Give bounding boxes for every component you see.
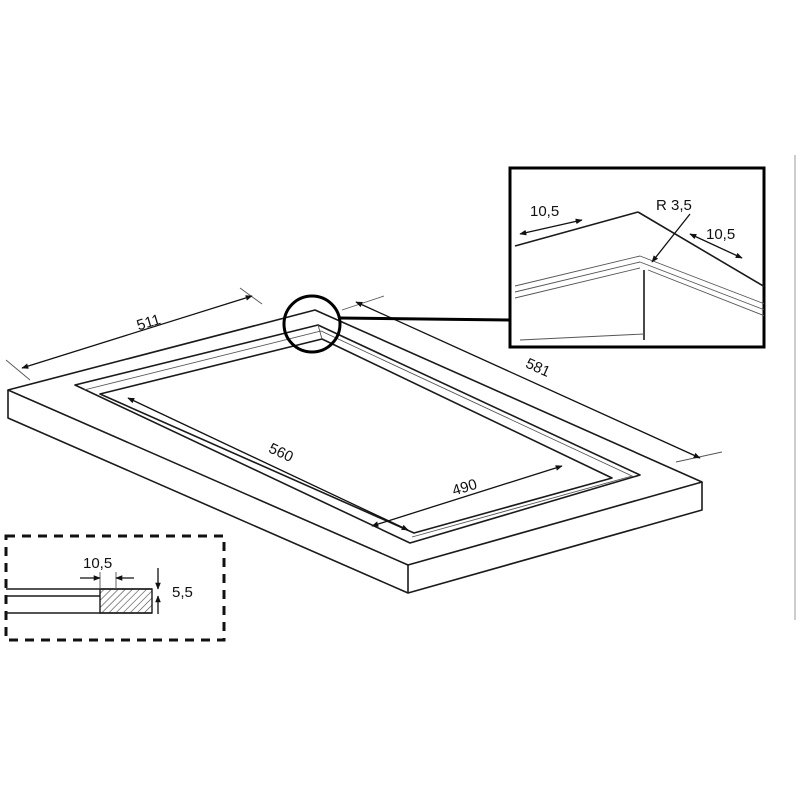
dimension-490: 490 — [371, 465, 563, 527]
detail-rim-line — [514, 261, 641, 293]
detail-frame — [508, 166, 766, 349]
dimension-511: 511 — [5, 287, 263, 381]
detail-label-left-margin: 10,5 — [530, 203, 559, 220]
recess-outer-rim — [74, 324, 641, 544]
dimension-label-581: 581 — [523, 355, 553, 381]
detail-callout — [282, 294, 511, 354]
dimension-label-511: 511 — [135, 311, 163, 334]
section-frame — [4, 534, 226, 642]
detail-rim-line — [639, 255, 764, 305]
hob-frame — [7, 309, 703, 594]
section-label-recess-height: 5,5 — [172, 584, 193, 601]
dimension-line-490 — [371, 465, 563, 527]
section-label-recess-width: 10,5 — [83, 555, 112, 572]
detail-dimension-line-right — [689, 233, 743, 259]
dimension-560: 560 — [127, 397, 409, 531]
dimension-line-511 — [21, 295, 253, 369]
dimension-line-581 — [355, 301, 701, 459]
detail-rim-line — [514, 267, 641, 299]
detail-rim-line — [647, 269, 764, 317]
detail-label-right-margin: 10,5 — [706, 226, 735, 243]
detail-view: 10,5 10,5 R 3,5 — [508, 166, 766, 349]
dimension-line-560 — [127, 397, 409, 531]
detail-circle — [282, 294, 342, 354]
section-view: 10,5 5,5 — [4, 534, 226, 642]
detail-bottom-line — [519, 333, 645, 341]
detail-leader — [339, 316, 511, 322]
extension-line — [341, 295, 385, 311]
dimension-label-560: 560 — [266, 440, 296, 466]
detail-rim-line — [639, 261, 764, 311]
detail-label-radius: R 3,5 — [656, 197, 692, 214]
recess-corner-line — [317, 324, 323, 340]
detail-rim-line — [514, 255, 641, 287]
extension-line — [5, 359, 31, 381]
detail-radius-leader — [651, 213, 691, 263]
detail-dimension-line-left — [519, 218, 583, 236]
section-hatched-profile — [99, 588, 153, 614]
dimension-label-490: 490 — [450, 476, 479, 500]
